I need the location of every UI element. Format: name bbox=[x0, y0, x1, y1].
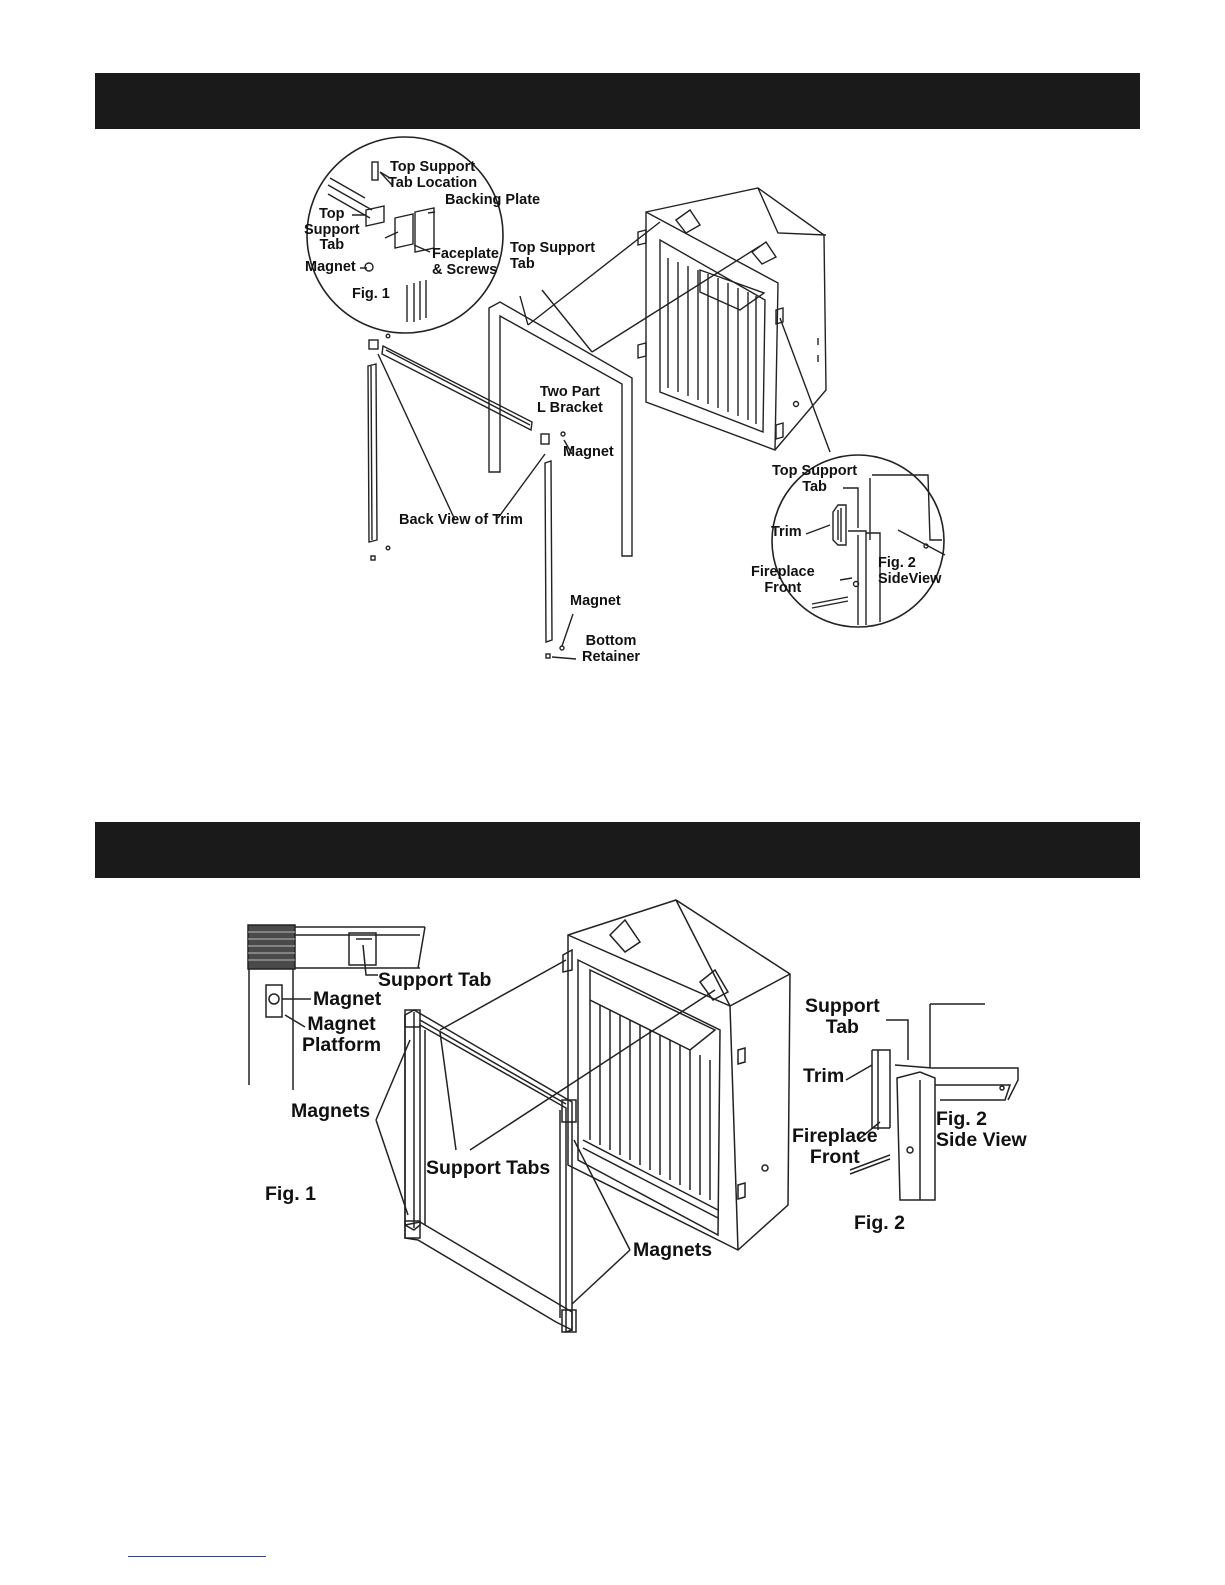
label-magnets-left: Magnets bbox=[291, 1100, 371, 1122]
label-fig1-top: Fig. 1 bbox=[352, 286, 390, 302]
label-fig1-bottom: Fig. 1 bbox=[265, 1183, 316, 1205]
fig2-detail-circle bbox=[771, 454, 945, 628]
fig1-detail-circle bbox=[306, 136, 504, 334]
top-trim-bar bbox=[381, 344, 533, 432]
label-trim-bottom: Trim bbox=[803, 1065, 845, 1087]
section-header-bar-top bbox=[95, 73, 1140, 129]
footer-link-underline bbox=[128, 1556, 266, 1557]
outer-trim-frame bbox=[488, 301, 633, 557]
bottom-fig1-detail bbox=[247, 924, 426, 1090]
label-magnets-right: Magnets bbox=[633, 1239, 713, 1261]
label-magnet-upper: Magnet bbox=[563, 444, 614, 460]
left-trim-piece bbox=[367, 363, 378, 543]
label-magnet-lower: Magnet bbox=[570, 593, 621, 609]
label-back-view-of-trim: Back View of Trim bbox=[399, 512, 523, 528]
bottom-fireplace-box bbox=[567, 899, 791, 1251]
section-header-bar-bottom bbox=[95, 822, 1140, 878]
label-faceplate-screws: Faceplate& Screws bbox=[432, 246, 499, 278]
bottom-fig2-detail bbox=[845, 1003, 1019, 1201]
label-trim-top: Trim bbox=[771, 524, 802, 540]
label-support-tabs: Support Tabs bbox=[426, 1157, 551, 1179]
label-backing-plate: Backing Plate bbox=[445, 192, 541, 208]
label-fig2-bottom: Fig. 2 bbox=[854, 1212, 905, 1234]
top-fireplace-box bbox=[637, 187, 827, 451]
bottom-trim-frame bbox=[404, 948, 577, 1334]
right-trim-piece bbox=[544, 460, 553, 643]
label-magnet-fig1: Magnet bbox=[305, 259, 356, 275]
label-support-tab: Support Tab bbox=[378, 969, 492, 991]
label-magnet-bottom: Magnet bbox=[313, 988, 382, 1010]
